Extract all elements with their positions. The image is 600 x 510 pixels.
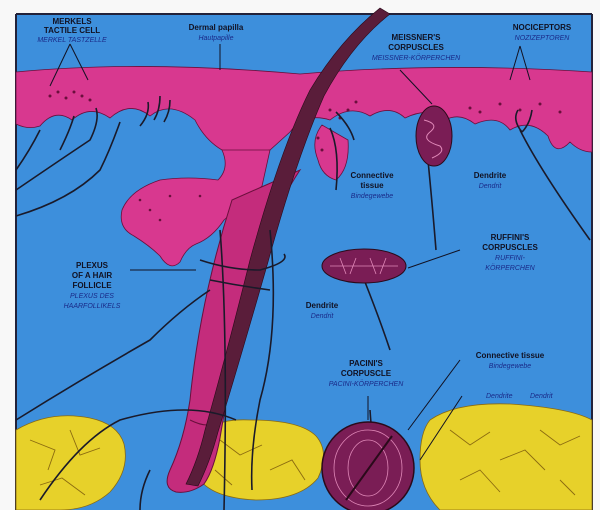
ruffinis-title-line2: CORPUSCLES bbox=[482, 243, 538, 252]
pacini-corpuscle bbox=[322, 422, 414, 510]
nociceptors-title: NOCICEPTORS bbox=[513, 23, 572, 32]
pacinis-title-line1: PACINI'S bbox=[349, 359, 383, 368]
plexus-subtitle-line1: PLEXUS DES bbox=[70, 293, 114, 300]
pacinis-subtitle: PACINI-KÖRPERCHEN bbox=[329, 380, 404, 388]
nociceptors-subtitle: NOZIZEPTOREN bbox=[515, 35, 571, 42]
connective-tissue-bottom-title: Connective tissue bbox=[476, 351, 545, 360]
ruffini-corpuscle bbox=[322, 249, 406, 283]
ruffinis-subtitle-line1: RUFFINI- bbox=[495, 255, 526, 262]
connective-tissue-top-subtitle: Bindegewebe bbox=[351, 193, 394, 200]
dermal-papilla-subtitle: Hautpapille bbox=[198, 35, 233, 42]
dendrite-bottom-title: Dendrite bbox=[486, 393, 513, 400]
plexus-title-line2: OF A HAIR bbox=[72, 271, 113, 280]
merkels-title-line2: TACTILE CELL bbox=[44, 26, 100, 35]
pacinis-title-line2: CORPUSCLE bbox=[341, 369, 392, 378]
merkels-subtitle: MERKEL TASTZELLE bbox=[37, 37, 107, 44]
dermal-papilla-title: Dermal papilla bbox=[189, 23, 244, 32]
connective-tissue-top-title-line1: Connective bbox=[350, 171, 394, 180]
plexus-title-line3: FOLLICLE bbox=[72, 281, 112, 290]
dendrite-mid-title: Dendrite bbox=[306, 301, 339, 310]
dendrite-top-subtitle: Dendrit bbox=[479, 183, 503, 190]
meissners-title-line1: MEISSNER'S bbox=[391, 33, 441, 42]
ruffinis-title-line1: RUFFINI'S bbox=[491, 233, 530, 242]
dendrite-bottom-subtitle: Dendrit bbox=[530, 393, 554, 400]
dendrite-mid-subtitle: Dendrit bbox=[311, 313, 335, 320]
plexus-subtitle-line2: HAARFOLLIKELS bbox=[64, 303, 121, 310]
connective-tissue-top-title-line2: tissue bbox=[360, 181, 384, 190]
meissners-title-line2: CORPUSCLES bbox=[388, 43, 444, 52]
meissner-corpuscle bbox=[416, 106, 452, 166]
plexus-title-line1: PLEXUS bbox=[76, 261, 109, 270]
dendrite-top-title: Dendrite bbox=[474, 171, 507, 180]
ruffinis-subtitle-line2: KÖRPERCHEN bbox=[485, 264, 535, 272]
meissners-subtitle: MEISSNER-KÖRPERCHEN bbox=[372, 54, 461, 62]
connective-tissue-bottom-subtitle: Bindegewebe bbox=[489, 363, 532, 370]
merkels-title-line1: MERKELS bbox=[52, 17, 92, 26]
